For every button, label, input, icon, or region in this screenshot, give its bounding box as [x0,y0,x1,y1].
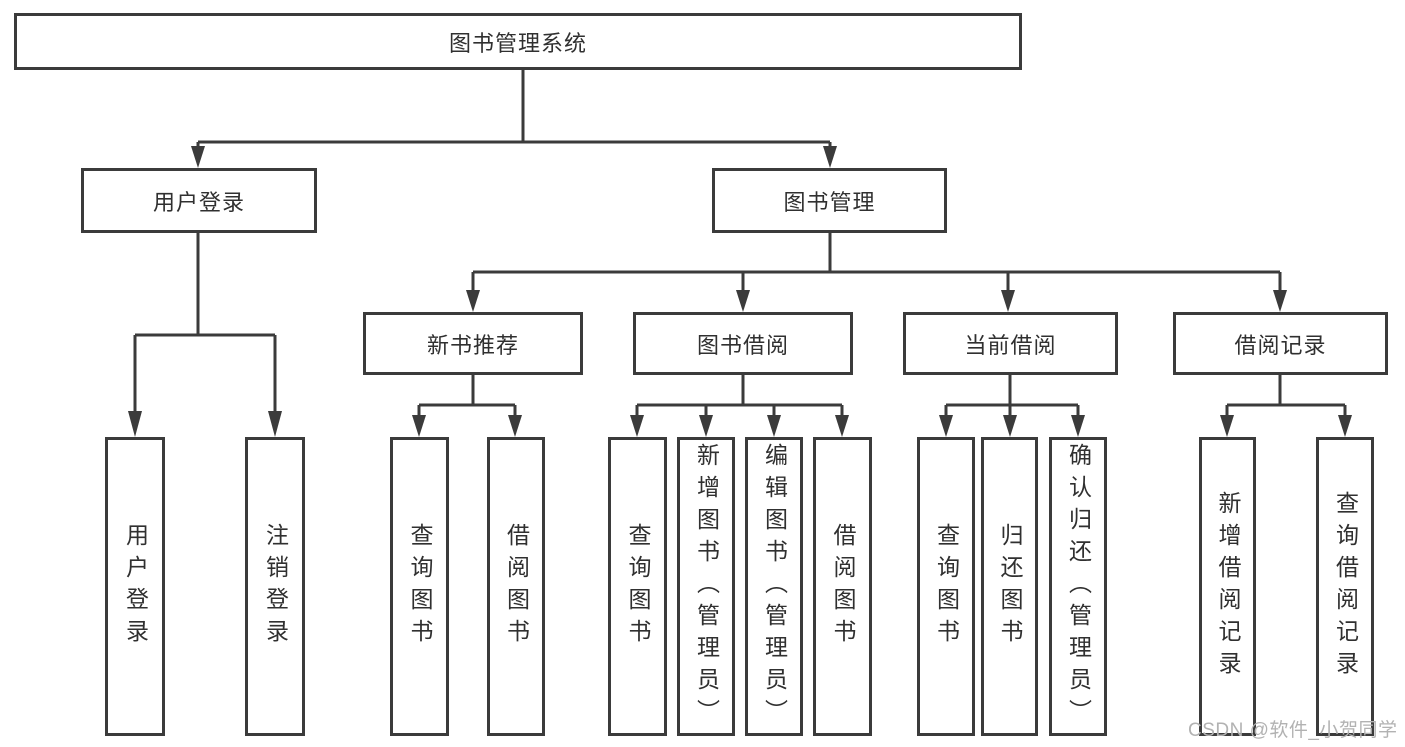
node-label: 查询图书 [407,522,433,651]
node-module-borrow-records: 借阅记录 [1173,312,1388,375]
node-leaf-logout: 注销登录 [245,437,305,736]
node-leaf-borrow-books-2: 借阅图书 [813,437,872,736]
node-label: 用户登录 [122,522,149,651]
node-branch-user-login: 用户登录 [81,168,317,233]
node-leaf-query-borrow-record: 查询借阅记录 [1316,437,1374,736]
node-label: 查询图书 [625,522,651,651]
node-leaf-add-borrow-record: 新增借阅记录 [1199,437,1256,736]
node-module-new-book-recommend: 新书推荐 [363,312,583,375]
watermark-csdn: CSDN @软件_小贺同学 [1188,720,1398,741]
node-label: 新增图书（管理员） [693,442,720,731]
node-label: 图书管理系统 [448,30,587,56]
node-label: 新增借阅记录 [1215,490,1241,683]
node-label: 借阅图书 [503,522,530,651]
node-leaf-user-login: 用户登录 [105,437,165,736]
node-leaf-query-books-1: 查询图书 [390,437,449,736]
node-module-current-borrow: 当前借阅 [903,312,1118,375]
node-label: 当前借阅 [964,332,1057,358]
node-leaf-borrow-books-1: 借阅图书 [487,437,545,736]
node-label: 借阅记录 [1234,332,1327,358]
node-label: 归还图书 [997,522,1023,651]
node-label: 编辑图书（管理员） [761,442,788,731]
node-leaf-query-books-2: 查询图书 [608,437,667,736]
node-label: 新书推荐 [426,332,519,358]
node-root-library-system: 图书管理系统 [14,13,1022,70]
node-label: 借阅图书 [830,522,856,651]
node-leaf-return-books: 归还图书 [981,437,1038,736]
node-branch-book-management: 图书管理 [712,168,947,233]
node-leaf-add-book-admin: 新增图书（管理员） [677,437,735,736]
node-label: 用户登录 [152,189,245,215]
node-leaf-edit-book-admin: 编辑图书（管理员） [745,437,803,736]
node-label: 查询借阅记录 [1332,490,1359,683]
node-module-book-borrow: 图书借阅 [633,312,853,375]
node-label: 确认归还（管理员） [1065,442,1092,731]
node-leaf-confirm-return-admin: 确认归还（管理员） [1049,437,1107,736]
node-label: 图书借阅 [696,332,789,358]
node-leaf-query-books-3: 查询图书 [917,437,975,736]
node-label: 图书管理 [783,189,876,215]
node-label: 注销登录 [262,522,289,651]
node-label: 查询图书 [933,522,960,651]
